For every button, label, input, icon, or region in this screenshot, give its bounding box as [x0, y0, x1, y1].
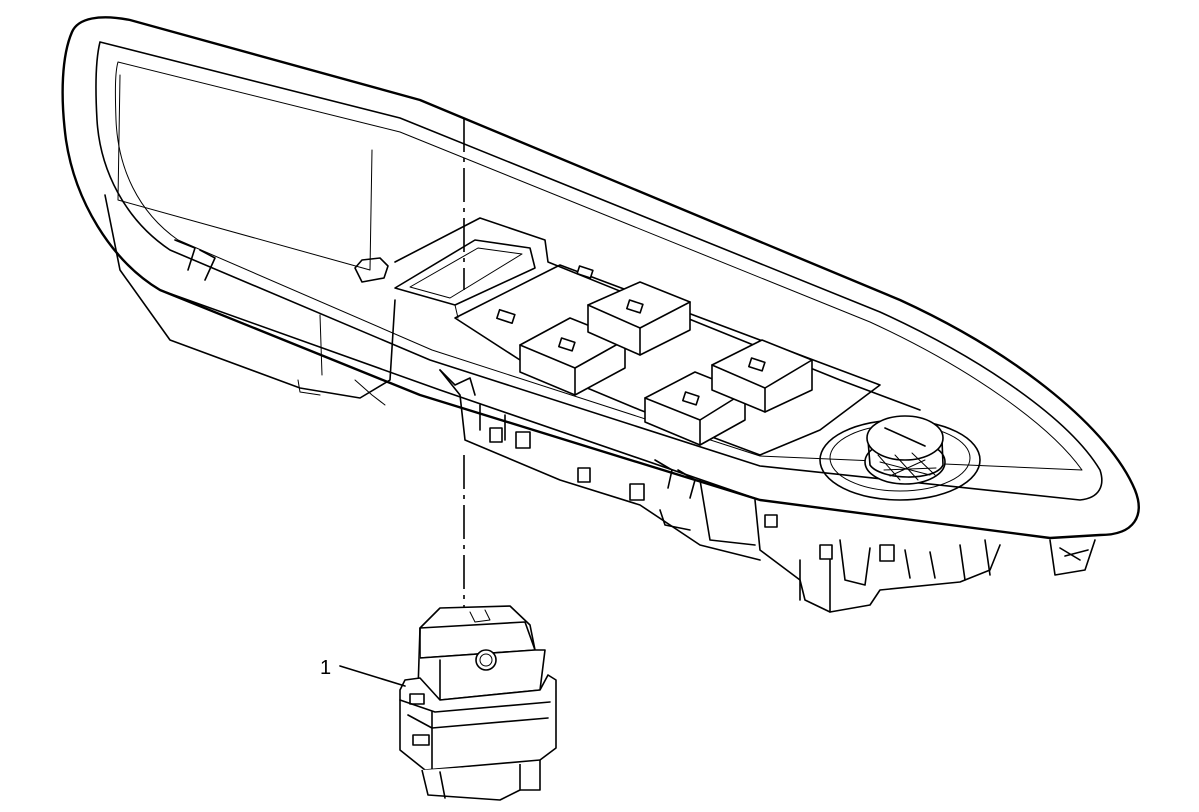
mirror-control-knob: [819, 415, 981, 501]
callout-1-label: 1: [320, 657, 331, 679]
door-switch-bezel: [61, 16, 1140, 540]
window-switch-right-rear: [711, 339, 813, 413]
window-switch-right-front: [587, 281, 691, 356]
callout-1-leader: [339, 665, 406, 687]
window-switch-component: [399, 605, 557, 801]
switch-module-housing: [439, 369, 1096, 613]
callout-1: 1: [320, 657, 406, 687]
